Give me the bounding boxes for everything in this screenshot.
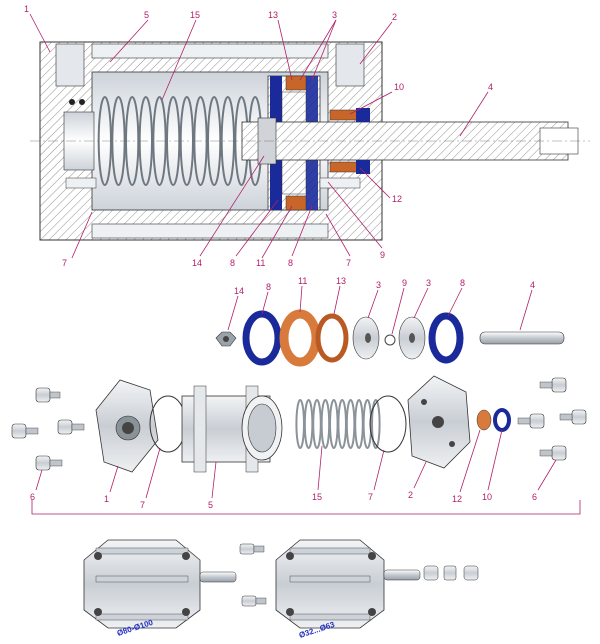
spring-coil bbox=[371, 399, 381, 449]
label-8a: 8 bbox=[230, 258, 235, 268]
guide-ring-11 bbox=[279, 309, 321, 367]
part-label-9: 9 bbox=[402, 278, 407, 288]
bush-12 bbox=[476, 409, 492, 431]
label-9: 9 bbox=[380, 250, 385, 260]
part-label-3a: 3 bbox=[376, 280, 381, 290]
asm-label-12: 12 bbox=[452, 494, 462, 504]
part-label-14: 14 bbox=[234, 286, 244, 296]
tie-rod-bottom bbox=[91, 223, 329, 239]
label-15: 15 bbox=[190, 10, 200, 20]
part-label-11: 11 bbox=[298, 276, 307, 286]
parts-row bbox=[215, 309, 565, 367]
assembly-leaders bbox=[31, 429, 581, 515]
rod-hole-right bbox=[319, 177, 361, 189]
ring-13 bbox=[315, 313, 349, 363]
o-ring-9 bbox=[384, 334, 396, 346]
rod-hole bbox=[65, 177, 97, 189]
disc-hole bbox=[365, 333, 371, 343]
tie-rod-top bbox=[91, 43, 329, 59]
spring-coil bbox=[354, 399, 364, 449]
asm-label-2: 2 bbox=[408, 490, 413, 500]
section-leaders bbox=[29, 13, 489, 259]
port-left bbox=[55, 43, 85, 87]
spring-coil bbox=[337, 399, 347, 449]
seal-8-left bbox=[242, 310, 282, 366]
port-right bbox=[335, 43, 365, 87]
assembled-small: Ø32...Ø63 bbox=[239, 539, 479, 640]
rod-seal-10 bbox=[493, 408, 511, 432]
spring-coil bbox=[312, 399, 322, 449]
asm-label-6a: 6 bbox=[30, 492, 35, 502]
label-10: 10 bbox=[394, 82, 404, 92]
spring-coil bbox=[320, 399, 331, 449]
label-7a: 7 bbox=[62, 258, 67, 268]
o-ring-7-right bbox=[369, 395, 407, 453]
label-5: 5 bbox=[144, 10, 149, 20]
label-7b: 7 bbox=[346, 258, 351, 268]
label-8b: 8 bbox=[288, 258, 293, 268]
parts-row-labels: 14 8 11 13 3 9 3 8 4 bbox=[234, 276, 535, 296]
label-12: 12 bbox=[392, 194, 402, 204]
part-label-8a: 8 bbox=[266, 282, 271, 292]
section-labels: 1 5 15 13 3 2 10 4 12 7 14 8 11 8 7 9 bbox=[24, 4, 493, 268]
guide-band-bottom bbox=[285, 195, 307, 211]
disc-hole-b bbox=[409, 333, 415, 343]
ball-left-2 bbox=[79, 99, 85, 105]
label-11: 11 bbox=[256, 258, 265, 268]
spring-15 bbox=[295, 399, 381, 449]
label-14: 14 bbox=[192, 258, 202, 268]
exploded-assembly bbox=[11, 375, 587, 473]
part-label-4: 4 bbox=[530, 280, 535, 290]
parts-row-leaders bbox=[227, 285, 533, 335]
seal-8-right bbox=[428, 312, 464, 364]
spring-coil bbox=[329, 399, 339, 449]
bush-bottom bbox=[329, 161, 361, 173]
spring-coil bbox=[303, 399, 314, 449]
rod-seal-top bbox=[356, 108, 370, 122]
spring-coil bbox=[295, 399, 305, 449]
label-13: 13 bbox=[268, 10, 278, 20]
assembled-large: Ø80-Ø100 bbox=[83, 539, 237, 638]
screws-left bbox=[11, 387, 85, 471]
asm-label-7b: 7 bbox=[368, 492, 373, 502]
part-label-13: 13 bbox=[336, 276, 346, 286]
nut-hole bbox=[223, 336, 229, 342]
part-label-3b: 3 bbox=[426, 278, 431, 288]
section-view bbox=[30, 41, 590, 241]
guide-band-top bbox=[285, 75, 307, 91]
asm-label-15: 15 bbox=[312, 492, 322, 502]
assembly-labels: 6 1 7 5 15 7 2 12 10 6 bbox=[30, 490, 537, 510]
ball-left bbox=[69, 99, 75, 105]
piston-rod-4 bbox=[479, 331, 565, 345]
label-3: 3 bbox=[332, 10, 337, 20]
asm-label-6b: 6 bbox=[532, 492, 537, 502]
cap-2-bore bbox=[432, 416, 444, 428]
screws-right bbox=[517, 377, 587, 461]
label-2: 2 bbox=[392, 12, 397, 22]
label-1: 1 bbox=[24, 4, 29, 14]
cap-2-hole-a bbox=[421, 399, 427, 405]
asm-label-1: 1 bbox=[104, 494, 109, 504]
barrel-5 bbox=[181, 385, 283, 473]
label-4: 4 bbox=[488, 82, 493, 92]
rod-seal-bottom bbox=[356, 160, 370, 174]
asm-label-10: 10 bbox=[482, 492, 492, 502]
part-label-8b: 8 bbox=[460, 278, 465, 288]
asm-label-7a: 7 bbox=[140, 500, 145, 510]
spring-coil bbox=[345, 399, 356, 449]
spring-coil bbox=[207, 96, 222, 186]
cap-1-center bbox=[122, 422, 134, 434]
cap-2-hole-b bbox=[449, 441, 455, 447]
asm-label-5: 5 bbox=[208, 500, 213, 510]
